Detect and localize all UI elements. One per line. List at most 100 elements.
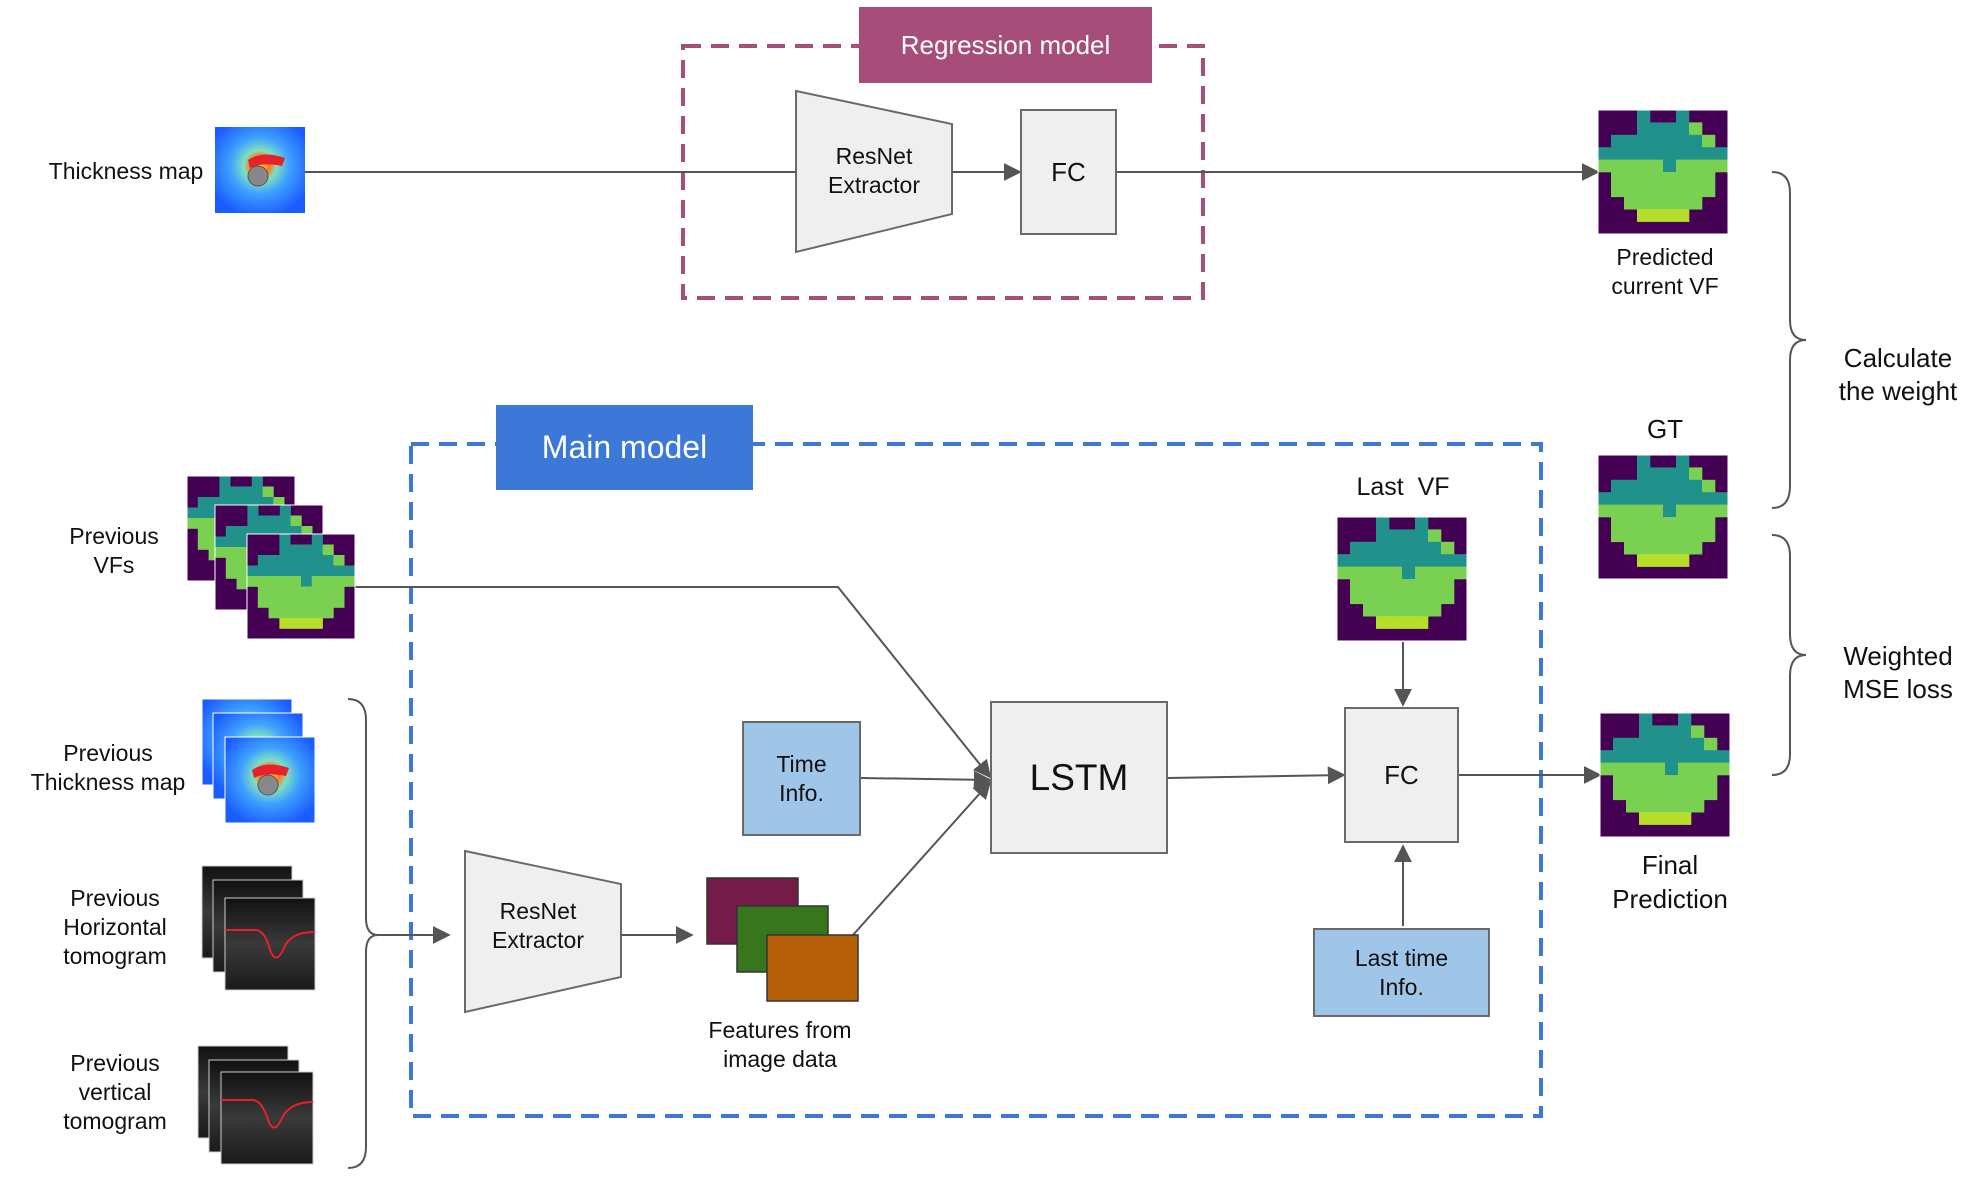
vf-map-cell xyxy=(279,534,291,545)
vf-map-cell xyxy=(1650,172,1664,185)
vf-map-cell xyxy=(1702,492,1716,505)
vf-map-cell xyxy=(251,486,263,498)
vf-map-cell xyxy=(1663,554,1677,567)
vf-map-cell xyxy=(1650,209,1664,222)
vf-map-cell xyxy=(1639,799,1653,813)
vf-map-cell xyxy=(1650,541,1664,555)
vf-map-cell xyxy=(1441,591,1455,605)
vf-map-cell xyxy=(1624,541,1638,555)
vf-map-cell xyxy=(333,565,345,577)
vf-map-cell xyxy=(1637,122,1651,136)
vf-map-cell xyxy=(1415,554,1429,567)
vf-map-cell xyxy=(1376,554,1390,567)
vf-map-cell xyxy=(1689,159,1703,173)
vf-map-cell xyxy=(1665,812,1679,825)
vf-map-cell xyxy=(1676,110,1690,123)
vf-map-cell xyxy=(1691,737,1705,751)
vf-map-cell xyxy=(268,576,280,587)
vf-map-cell xyxy=(1613,762,1627,776)
vf-map-cell xyxy=(301,565,313,577)
vf-map-cell xyxy=(1665,799,1679,813)
vf-map-cell xyxy=(1663,122,1677,136)
weighted-loss-brace xyxy=(1771,534,1807,776)
vf-map-cell xyxy=(290,515,302,527)
vf-map-cell xyxy=(1704,762,1718,776)
vf-map-cell xyxy=(1624,172,1638,185)
vf-map-cell xyxy=(269,515,281,527)
vf-map-cell xyxy=(1415,541,1429,555)
vf-map-cell xyxy=(1402,529,1416,543)
vf-map-cell xyxy=(225,547,237,558)
vf-map-cell xyxy=(1611,504,1625,518)
vf-map-cell xyxy=(301,618,313,629)
vf-map-cell xyxy=(1715,147,1729,160)
vf-map-cell xyxy=(1650,122,1664,136)
vf-map-cell xyxy=(1678,713,1692,726)
vf-map-cell xyxy=(1624,517,1638,530)
vf-map-cell xyxy=(1639,762,1653,776)
vf-map-cell xyxy=(1639,725,1653,739)
vf-map-cell xyxy=(1441,541,1455,555)
vf-map-cell xyxy=(1598,504,1612,518)
vf-map-cell xyxy=(1637,172,1651,185)
vf-map-cell xyxy=(1689,517,1703,530)
vf-map-cell xyxy=(1637,110,1651,123)
vf-map-cell xyxy=(279,586,291,598)
vf-map-cell xyxy=(1663,529,1677,543)
vf-map-cell xyxy=(1428,591,1442,605)
vf-map-cell xyxy=(1650,147,1664,160)
vf-map-cell xyxy=(262,497,274,508)
vf-map-cell xyxy=(268,555,280,566)
vf-map-cell xyxy=(268,586,280,598)
vf-map-cell xyxy=(273,497,285,508)
main-model-banner: Main model xyxy=(496,405,753,490)
vf-map-cell xyxy=(1676,209,1690,222)
vf-map-cell xyxy=(311,576,323,587)
vf-map-cell xyxy=(1663,209,1677,222)
vf-map-cell xyxy=(1702,147,1716,160)
vf-map-cell xyxy=(1663,467,1677,481)
vf-map-cell xyxy=(1650,517,1664,530)
vf-map-cell xyxy=(1376,529,1390,543)
vf-map-cell xyxy=(322,555,334,566)
vf-map-cell xyxy=(290,618,302,629)
vf-map-cell xyxy=(268,607,280,619)
vf-map-cell xyxy=(1428,603,1442,617)
vf-map-cell xyxy=(1624,529,1638,543)
vf-map-cell xyxy=(333,576,345,587)
vf-map-cell xyxy=(1663,492,1677,505)
vf-map-cell xyxy=(279,597,291,608)
vf-map-cell xyxy=(301,544,313,556)
vf-map-cell xyxy=(1691,762,1705,776)
vf-map-cell xyxy=(247,565,259,577)
vf-map-cell xyxy=(1611,517,1625,530)
vf-map-cell xyxy=(1665,750,1679,763)
vf-map-cell xyxy=(1389,591,1403,605)
vf-map-cell xyxy=(1717,750,1731,763)
vf-map-cell xyxy=(1363,579,1377,592)
vf-map-cell xyxy=(279,526,291,537)
vf-map-cell xyxy=(290,597,302,608)
arrow-vfs-to-lstm xyxy=(355,586,992,779)
vf-map-cell xyxy=(1363,554,1377,567)
vf-map-cell xyxy=(257,565,269,577)
vf-map-cell xyxy=(1663,159,1677,173)
vf-map-cell xyxy=(1376,591,1390,605)
vf-map-cell xyxy=(1676,134,1690,148)
vf-map-frame xyxy=(1597,109,1729,235)
vf-map-cell xyxy=(1689,184,1703,198)
vf-map-cell xyxy=(208,507,220,519)
gt-label: GT xyxy=(1646,414,1684,444)
vf-map-cell xyxy=(236,578,248,590)
vf-map-cell xyxy=(1663,479,1677,493)
vf-map-cell xyxy=(1402,541,1416,555)
vf-map-cell xyxy=(1639,787,1653,801)
vf-map-cell xyxy=(247,576,259,587)
vf-map-cell xyxy=(1639,812,1653,825)
vf-map-cell xyxy=(1702,529,1716,543)
vf-map-cell xyxy=(1676,492,1690,505)
vf-map-cell xyxy=(1650,467,1664,481)
vf-map-cell xyxy=(1389,603,1403,617)
vf-map-cell xyxy=(247,515,259,527)
vf-map-cell xyxy=(1600,750,1614,763)
